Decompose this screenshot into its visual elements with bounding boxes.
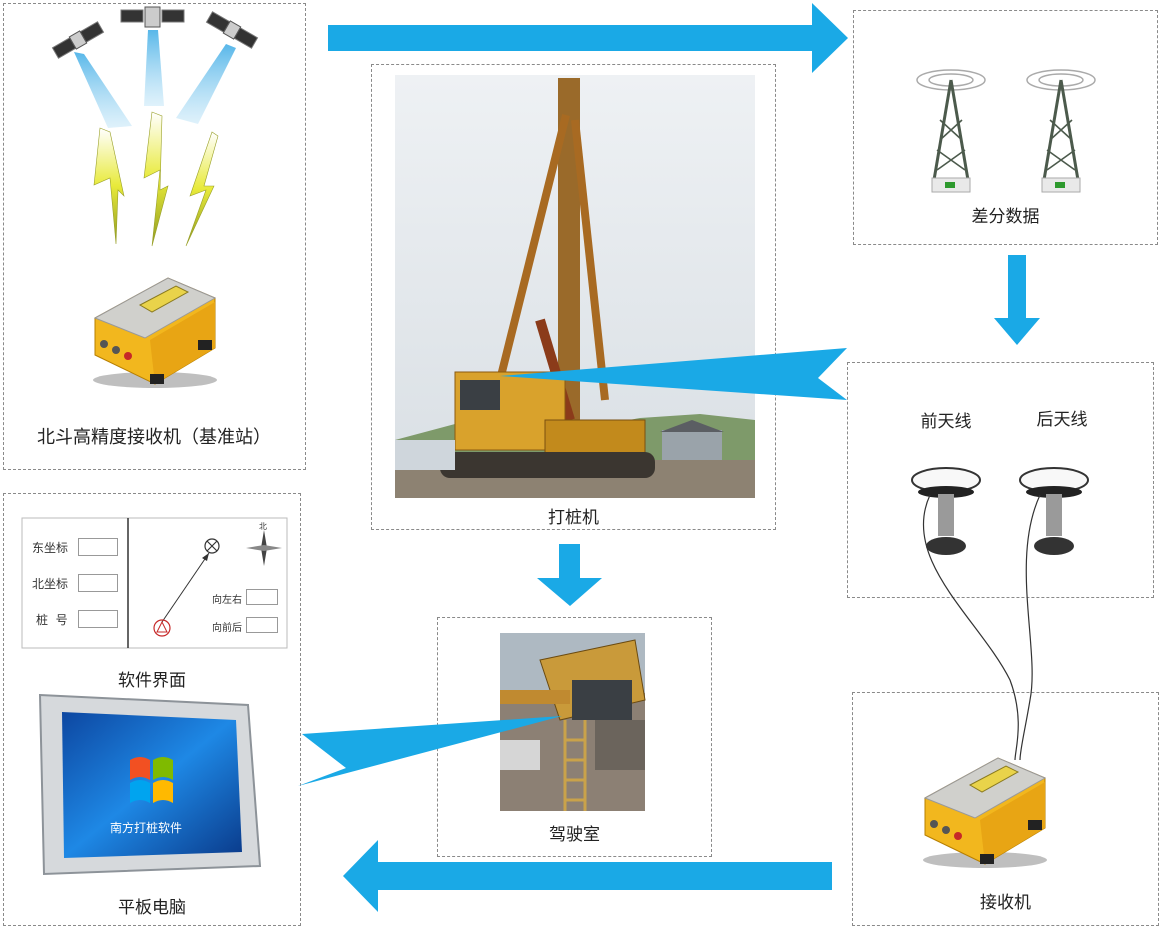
compass-icon (246, 530, 282, 566)
front-back-label: 向前后 (212, 623, 242, 634)
front-antenna-label: 前天线 (920, 412, 972, 432)
cab-photo (500, 633, 646, 811)
north-coord-label: 北坐标 (32, 577, 69, 591)
base-station-receiver-icon (93, 277, 217, 388)
flow-arrow-to-tablet (298, 716, 562, 786)
satellite-icon (120, 6, 185, 106)
pile-number-field[interactable] (78, 610, 118, 628)
left-right-field[interactable] (246, 589, 278, 605)
satellite-icon (176, 11, 259, 124)
windows-logo-icon (130, 757, 173, 803)
pile-number-label: 桩 号 (36, 613, 68, 627)
radio-tower-icon (1026, 69, 1096, 193)
east-coord-label: 东坐标 (32, 541, 69, 555)
flow-arrow-down-differential (994, 255, 1040, 345)
software-interface-mock (21, 517, 288, 649)
north-coord-field[interactable] (78, 574, 118, 592)
flow-arrow-down-cab (537, 544, 602, 606)
tablet-screen-text: 南方打桩软件 (110, 821, 183, 835)
pile-position-icon (153, 619, 171, 637)
target-icon (204, 538, 220, 554)
rear-antenna-icon (1019, 467, 1089, 555)
antenna-cable (1019, 494, 1041, 761)
front-back-field[interactable] (246, 617, 278, 633)
rover-receiver-icon (923, 757, 1047, 868)
cab-label: 驾驶室 (549, 825, 600, 845)
radio-tower-icon (916, 69, 986, 193)
rear-antenna-label: 后天线 (1036, 410, 1088, 430)
antenna-panel (847, 362, 1154, 598)
tablet-label: 平板电脑 (118, 898, 186, 918)
front-antenna-icon (911, 467, 981, 555)
flow-arrow-left-bottom (343, 840, 832, 912)
tablet-icon (38, 693, 262, 876)
signal-bolt-icon (93, 111, 219, 247)
receiver-label: 接收机 (980, 893, 1031, 913)
antenna-cable (922, 494, 1019, 761)
east-coord-field[interactable] (78, 538, 118, 556)
pile-driver-label: 打桩机 (548, 508, 599, 528)
differential-data-label: 差分数据 (971, 207, 1040, 227)
base-station-label: 北斗高精度接收机（基准站） (37, 427, 271, 448)
satellite-icon (51, 21, 132, 128)
differential-data-panel (853, 10, 1158, 245)
compass-north-label: 北 (259, 522, 267, 531)
flow-arrow-right-top (328, 3, 848, 73)
flow-arrow-to-pile-driver (500, 348, 847, 400)
software-interface-label: 软件界面 (118, 671, 186, 691)
left-right-label: 向左右 (212, 595, 242, 606)
pile-driver-photo (395, 75, 755, 498)
